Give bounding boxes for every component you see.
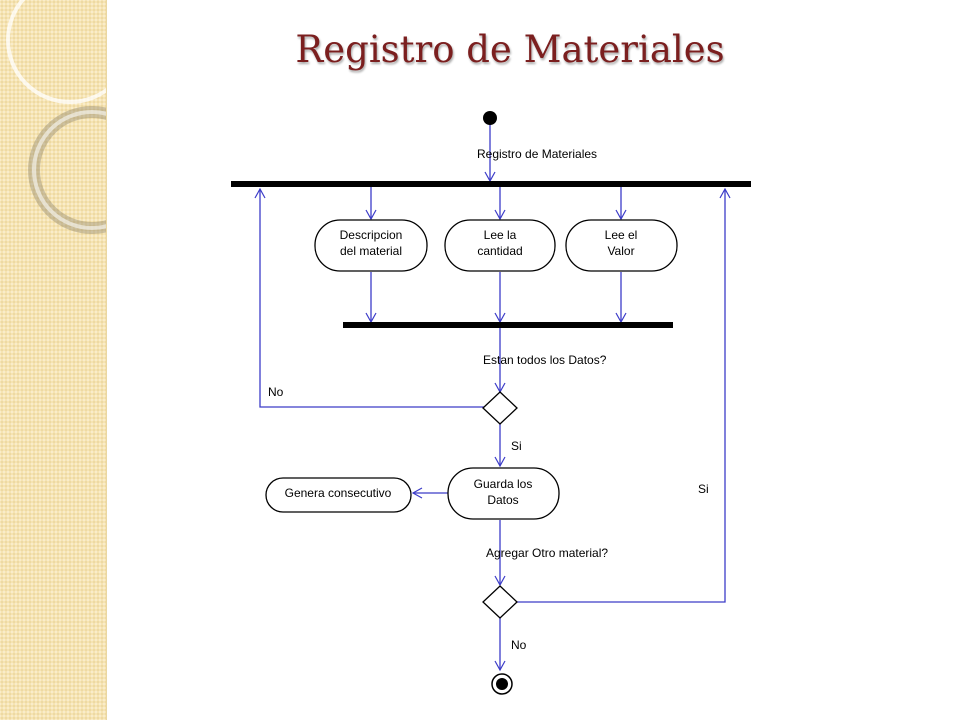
activity-genera [265,477,412,513]
activity-cantidad-label-2: cantidad [477,244,522,258]
end-node-inner [496,678,508,690]
decision2-si-label: Si [698,482,709,496]
activity-descripcion-label-2: del material [340,244,402,258]
decision2-label: Agregar Otro material? [486,546,608,560]
start-node [483,111,497,125]
activity-descripcion-label-1: Descripcion [340,228,403,242]
decision-otro-material [482,585,518,619]
decision-datos-completos [482,391,518,425]
activity-valor-label-2: Valor [607,244,634,258]
activity-valor [565,219,678,272]
decision1-si-label: Si [511,439,522,453]
decision2-no-label: No [511,638,527,652]
decision1-label: Estan todos los Datos? [483,353,607,367]
fork-bar [231,181,751,187]
activity-guarda-label-1: Guarda los [474,477,533,491]
fork-label: Registro de Materiales [477,147,597,161]
decorative-side-strip [0,0,107,720]
activity-genera-label: Genera consecutivo [285,486,392,500]
slide-title: Registro de Materiales [295,28,725,71]
ring-decoration [32,110,106,230]
decorative-rings [6,0,106,234]
ring-decoration [6,0,106,104]
activity-guarda-label-2: Datos [487,493,518,507]
flow-decision2-si-loop [516,187,731,603]
activity-cantidad [444,219,556,272]
activity-cantidad-label-1: Lee la [484,228,517,242]
join-bar [343,322,673,328]
decision1-no-label: No [268,385,284,399]
activity-descripcion [314,219,428,272]
activity-guarda [447,467,560,520]
activity-valor-label-1: Lee el [605,228,638,242]
flow-decision1-no-loop [254,187,484,408]
